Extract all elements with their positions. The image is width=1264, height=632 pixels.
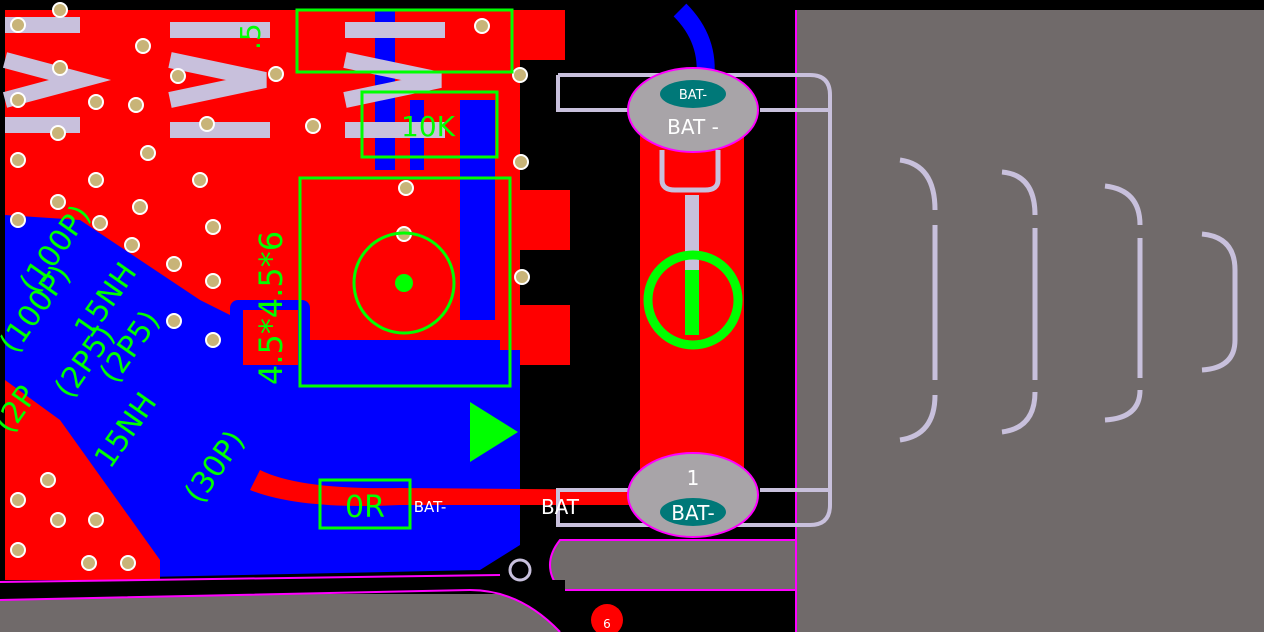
silk-crystal-dot — [395, 274, 413, 292]
copper-pour-lower-left — [5, 380, 160, 580]
silk-box-10k[interactable] — [360, 90, 499, 159]
silk-pin1-marker — [470, 402, 518, 462]
crystal-pad-blue — [300, 340, 500, 380]
silk-box-0r[interactable] — [318, 478, 412, 530]
silk-logo — [2, 17, 445, 138]
pad-bat-neg-bottom[interactable] — [627, 452, 759, 538]
test-point-pad[interactable] — [591, 604, 623, 632]
mounting-via — [508, 558, 532, 582]
connector-silk-cap — [659, 150, 721, 193]
keepout-strip-bottom — [0, 590, 560, 632]
silk-polarity-bar — [685, 270, 699, 335]
keepout-region — [796, 10, 1264, 632]
pad-top-name: BAT - — [667, 115, 719, 139]
connector-courtyard-top — [556, 75, 640, 112]
antenna-arc-2 — [1001, 169, 1038, 435]
board-outline-left — [0, 574, 501, 583]
silk-box-top — [295, 8, 514, 74]
pad-label-bg-top — [660, 80, 726, 108]
antenna-arc-1 — [899, 157, 938, 443]
test-point-label: 6 — [603, 617, 611, 631]
board-outline-bottom — [0, 588, 561, 632]
antenna-arc-3 — [1104, 183, 1143, 423]
clearance-band — [5, 580, 565, 594]
silk-box-crystal[interactable] — [298, 176, 512, 388]
pad-label-bg-bottom — [660, 498, 726, 526]
connector-courtyard — [556, 73, 832, 527]
trace-bottom-v3 — [460, 100, 495, 350]
net-label-bat: BAT — [541, 495, 580, 519]
antenna-arc-4 — [1201, 231, 1238, 373]
pad-bottom-number: 1 — [687, 466, 700, 490]
pad-top-inner-label: BAT- — [679, 88, 708, 103]
silk-0r: 0R — [345, 490, 385, 525]
silk-text-fragment: .5 — [234, 23, 267, 50]
via-array — [10, 2, 530, 571]
crystal-pad-left-copper — [243, 310, 298, 365]
keepout-slot — [550, 540, 796, 590]
silk-polarity-circle — [643, 250, 743, 350]
net-label-bat-neg: BAT- — [414, 498, 447, 516]
copper-notch-pad — [520, 190, 570, 250]
slot-edge — [549, 539, 797, 591]
silk-crystal-circle — [352, 231, 456, 335]
pad-bottom-name: BAT- — [671, 501, 714, 525]
silk-crystal-size: 4.5*4.5*6 — [252, 231, 290, 385]
pad-bat-neg-top[interactable] — [627, 67, 759, 153]
copper-notch-pad-2 — [520, 305, 570, 365]
silk-10k: 10K — [401, 110, 456, 143]
clearance-notch-1 — [540, 60, 570, 200]
